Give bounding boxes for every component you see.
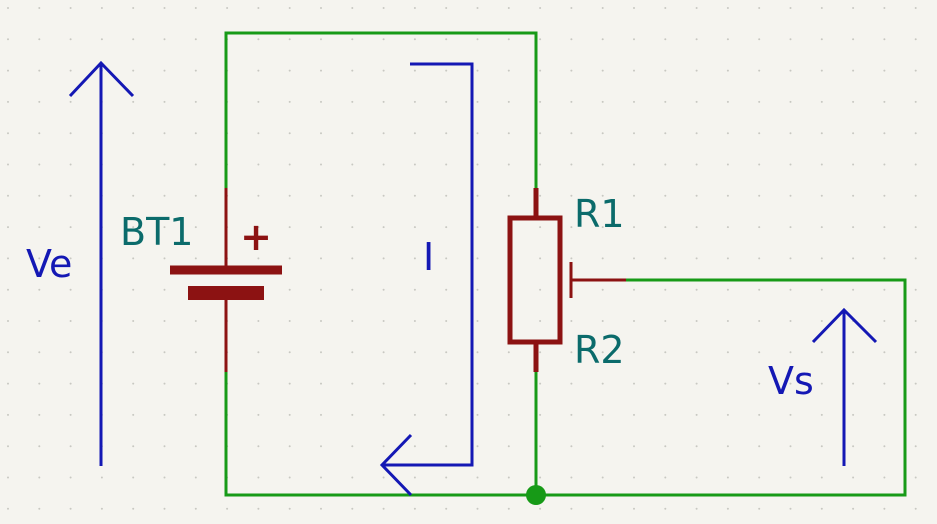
pot-label-r2: R2 <box>574 328 625 372</box>
ve-arrow <box>68 60 135 466</box>
current-arrow-path <box>382 62 474 467</box>
wire-top-loop <box>224 31 538 190</box>
battery-reference: BT1 <box>120 210 193 254</box>
vs-label: Vs <box>768 359 814 403</box>
ve-arrow-head <box>68 60 135 98</box>
vs-arrow <box>811 307 878 466</box>
current-arrow-head <box>379 433 413 497</box>
grid-dots <box>7 7 917 510</box>
potentiometer-symbol <box>507 188 626 372</box>
current-label: I <box>423 235 434 279</box>
wires <box>224 31 907 497</box>
junction-dot <box>526 485 546 505</box>
battery-symbol <box>170 188 282 372</box>
battery-polarity-mark: + <box>240 215 272 259</box>
ve-label: Ve <box>26 242 72 286</box>
vs-arrow-head <box>811 307 878 344</box>
wire-bottom-loop <box>224 278 907 497</box>
pot-label-r1: R1 <box>574 192 625 236</box>
current-arrow <box>379 62 474 497</box>
